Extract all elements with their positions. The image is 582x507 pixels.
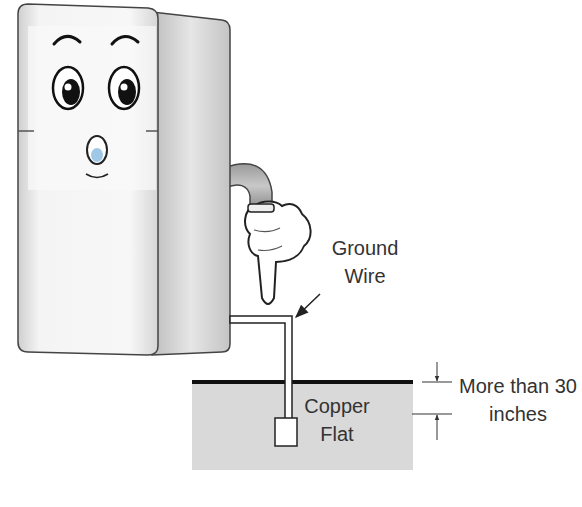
callout-label: Ground Wire	[310, 234, 420, 290]
fridge-front	[18, 4, 158, 355]
eyebrow	[54, 36, 80, 44]
fridge-side	[152, 12, 230, 355]
dimension-extension	[422, 382, 452, 383]
pointing-glove	[245, 202, 311, 305]
fridge-highlight	[28, 26, 156, 190]
eye-glint	[121, 84, 128, 91]
mouth	[87, 136, 107, 164]
dimension-extension	[412, 414, 452, 415]
glove-fold	[254, 228, 282, 251]
dimension-label: More than 30 inches	[456, 372, 580, 428]
pupil	[62, 79, 80, 105]
copper-flat-plate	[275, 418, 297, 446]
eye	[109, 67, 139, 109]
leader-line	[296, 294, 320, 317]
door-split	[146, 130, 158, 132]
part-label: Copper Flat	[292, 392, 382, 448]
dimension-arrow	[437, 362, 438, 381]
eyebrow	[112, 36, 138, 44]
chin	[86, 174, 108, 178]
eye-glint	[65, 84, 72, 91]
dimension-arrow	[437, 415, 438, 440]
mouth-inside	[91, 148, 103, 162]
ground-wire	[230, 316, 292, 420]
door-split	[18, 130, 34, 132]
ground-soil	[192, 383, 413, 470]
pupil	[118, 79, 136, 105]
glove-cuff	[248, 204, 274, 212]
eye	[53, 67, 83, 109]
ground-region: Copper Flat	[192, 384, 413, 470]
ground-surface	[192, 380, 413, 384]
